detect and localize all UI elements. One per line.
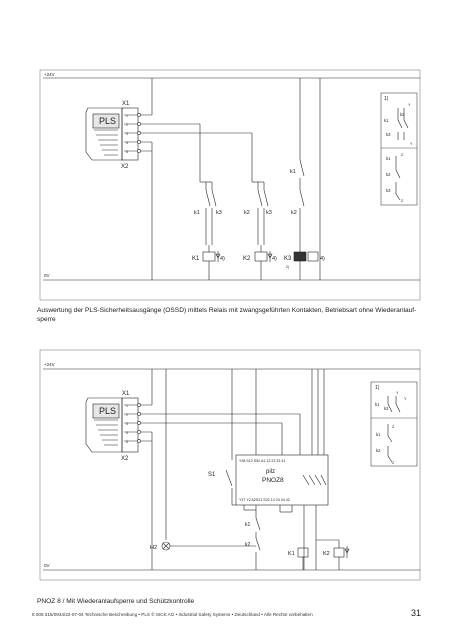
circuit-diagram-1 — [39, 69, 421, 301]
circuit-diagram-2 — [39, 349, 421, 581]
page-footer: 8 008 315/0934/22-07-04 Technische Besch… — [32, 612, 313, 617]
caption-diagram-2: PNOZ 8 / Mit Wiederanlaufsperre und Schü… — [37, 598, 195, 605]
page-number: 31 — [411, 608, 422, 618]
caption-diagram-1: Auswertung der PLS-Sicherheitsausgänge (… — [37, 307, 417, 323]
